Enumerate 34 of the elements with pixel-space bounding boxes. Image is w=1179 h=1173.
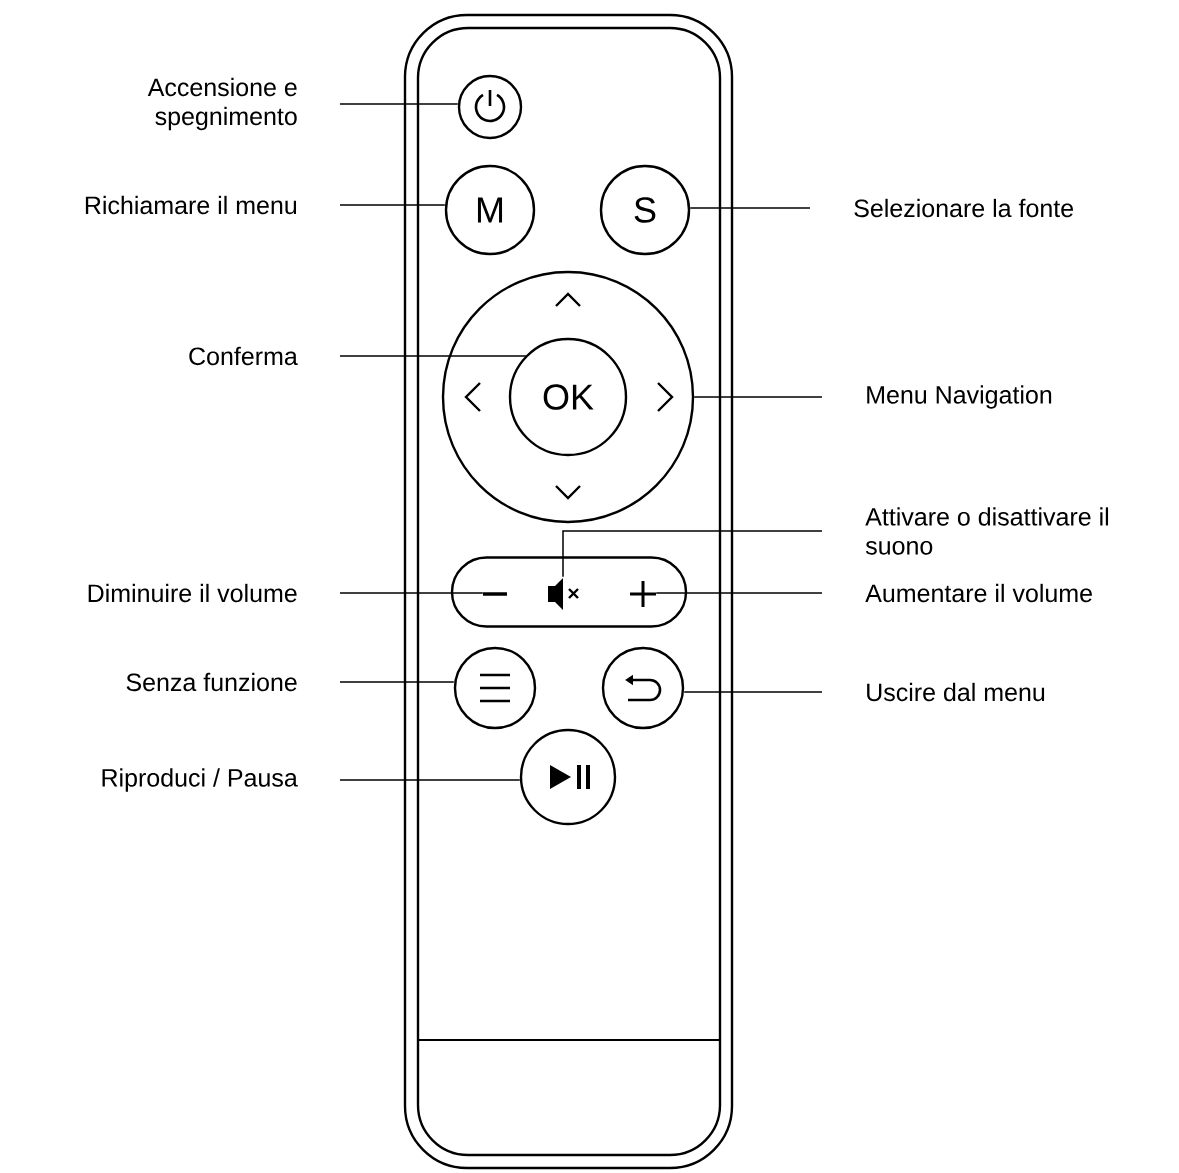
leader-line — [339, 779, 521, 781]
list-button — [453, 646, 537, 730]
leader-line — [339, 204, 446, 206]
callout-label: Richiamare il menu — [85, 195, 297, 215]
play-pause-button — [519, 728, 617, 826]
callout-label: Uscire dal menu — [867, 682, 1045, 702]
leader-line — [339, 355, 527, 357]
minus-sign — [483, 592, 507, 596]
leader-line — [562, 530, 823, 578]
leader-line — [339, 103, 459, 105]
callout-label: Senza funzione — [126, 672, 297, 692]
callout-label: Menu Navigation — [867, 385, 1052, 409]
callout-label: Selezionare la fonte — [854, 198, 1073, 218]
callout-label: Riproduci / Pausa — [102, 768, 298, 792]
leader-line — [689, 207, 811, 209]
leader-line — [339, 681, 455, 683]
power-button — [457, 74, 523, 140]
leader-line — [339, 592, 484, 594]
mute-icon — [548, 578, 580, 610]
back-button — [601, 646, 685, 730]
callout-label: Diminuire il volume — [88, 583, 297, 603]
ok-button: OK — [508, 337, 628, 457]
menu-button: M — [444, 164, 536, 256]
callout-label: Conferma — [189, 346, 298, 366]
source-button: S — [599, 164, 691, 256]
navigation-ring — [441, 270, 695, 524]
callout-label: Accensione e spegnimento — [147, 77, 297, 131]
volume-rocker — [450, 556, 688, 628]
leader-line — [683, 691, 823, 693]
leader-line — [655, 592, 823, 594]
plus-sign — [628, 579, 658, 609]
leader-line — [693, 396, 823, 398]
callout-label: Attivare o disattivare il suono — [865, 507, 1109, 555]
callout-label: Aumentare il volume — [865, 583, 1092, 603]
